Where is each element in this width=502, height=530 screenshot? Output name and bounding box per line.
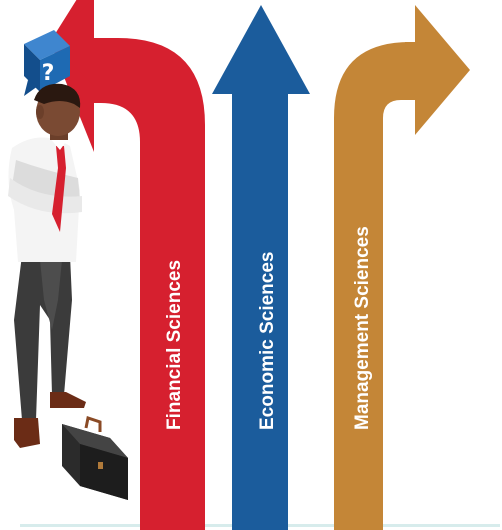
management-sciences-arrow: Management Sciences (334, 5, 470, 530)
economic-sciences-arrow: Economic Sciences (212, 5, 310, 530)
financial-sciences-label: Financial Sciences (164, 260, 185, 430)
management-sciences-label: Management Sciences (352, 226, 373, 430)
question-badge: ? (24, 30, 70, 96)
businessman-figure (8, 83, 86, 448)
economic-sciences-label: Economic Sciences (257, 252, 278, 430)
question-mark-icon: ? (42, 61, 55, 86)
briefcase-icon (62, 416, 128, 500)
financial-sciences-arrow: Financial Sciences (50, 0, 205, 530)
